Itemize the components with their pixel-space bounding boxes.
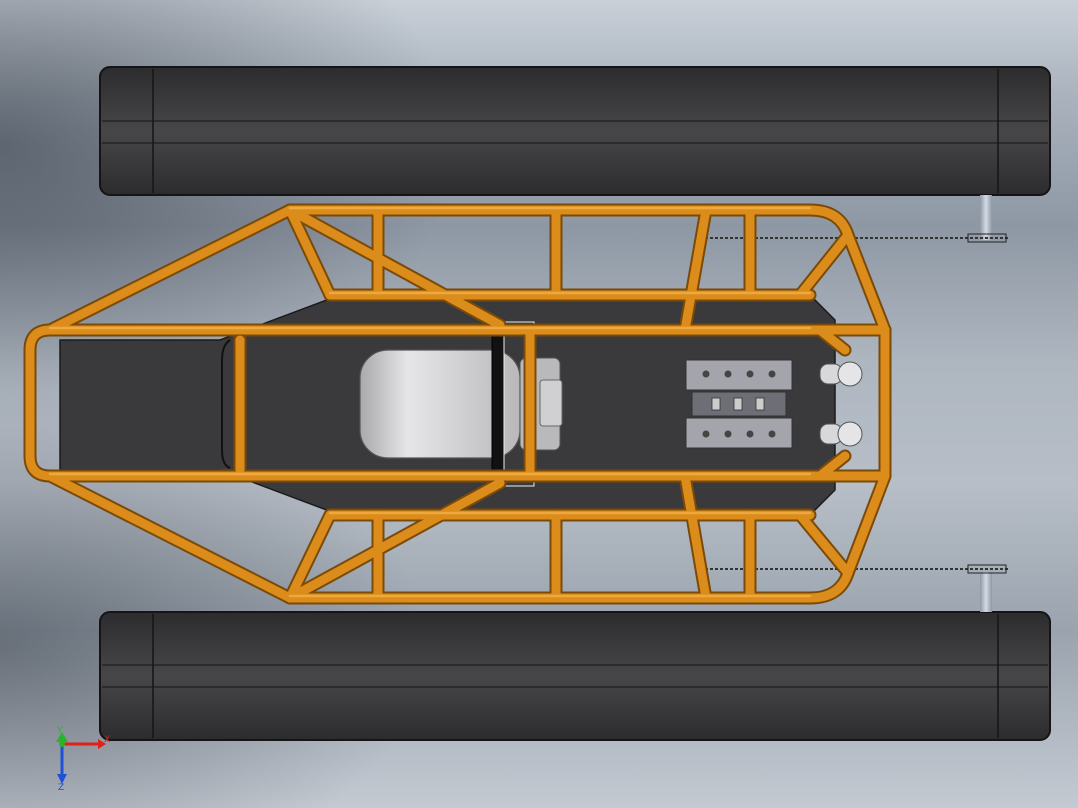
y-axis-arrow	[56, 732, 68, 742]
right-track[interactable]	[99, 611, 1051, 741]
z-axis-label: Z	[58, 783, 64, 793]
engine-block[interactable]	[685, 359, 793, 449]
roll-cage-frame[interactable]	[23, 203, 892, 605]
x-axis-label: X	[104, 735, 110, 745]
headlights[interactable]	[819, 361, 863, 447]
left-track[interactable]	[99, 66, 1051, 196]
y-axis-label: Y	[56, 726, 63, 736]
axis-triad[interactable]: X Y Z	[56, 726, 110, 793]
